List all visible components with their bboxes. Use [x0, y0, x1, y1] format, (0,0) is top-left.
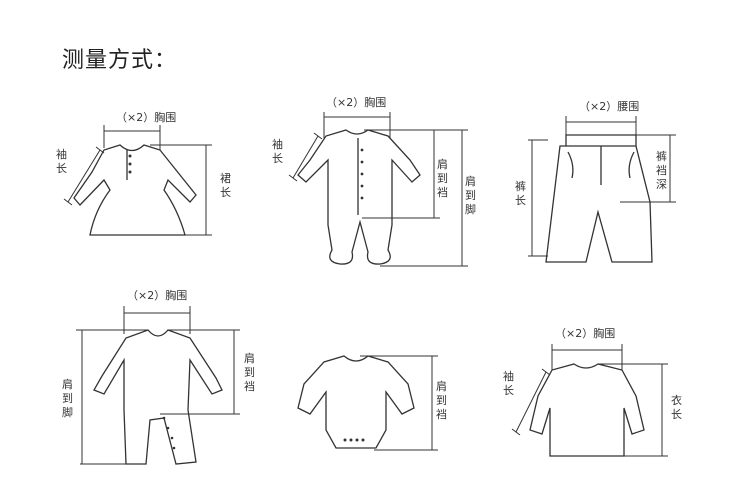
pants-length-label-1: 裤 — [515, 179, 526, 193]
dress-sleeve-label-1: 袖 — [56, 147, 67, 161]
bodysuit-crotch-label-3: 裆 — [436, 408, 447, 421]
leg-romper-foot-label-3: 脚 — [62, 405, 73, 419]
leg-romper-chest-label: （×2）胸围 — [127, 288, 187, 302]
pants-figure — [545, 134, 653, 263]
pants-length-label-2: 长 — [515, 194, 526, 207]
romper-chest-label: （×2）胸围 — [326, 95, 386, 109]
top-chest-label: （×2）胸围 — [555, 326, 615, 340]
dress-length-label-2: 长 — [220, 186, 231, 199]
footed-romper-figure — [297, 129, 421, 265]
leg-romper-figure — [93, 329, 223, 465]
leg-romper-foot-label-1: 肩 — [62, 377, 73, 391]
romper-sleeve-label-1: 袖 — [272, 137, 283, 151]
dress-sleeve-label-2: 长 — [56, 162, 67, 175]
top-figure — [529, 363, 645, 457]
pants-rise-label-2: 裆 — [656, 164, 667, 177]
romper-crotch-label-2: 到 — [437, 172, 448, 185]
romper-foot-label-3: 脚 — [465, 202, 476, 216]
dress-figure — [73, 144, 197, 236]
pants-measure-lines — [528, 116, 676, 257]
bodysuit-crotch-label-2: 到 — [436, 394, 447, 407]
leg-romper-measure-lines — [76, 306, 240, 465]
top-sleeve-label-2: 长 — [503, 384, 514, 397]
romper-sleeve-label-2: 长 — [272, 152, 283, 165]
romper-crotch-label-1: 肩 — [437, 157, 448, 171]
page-title: 测量方式： — [62, 48, 178, 73]
top-length-label-2: 长 — [671, 408, 682, 421]
bodysuit-crotch-label-1: 肩 — [436, 379, 447, 393]
top-length-label-1: 衣 — [671, 393, 682, 407]
dress-measure-lines — [63, 125, 212, 236]
top-sleeve-label-1: 袖 — [503, 369, 514, 383]
bodysuit-measure-lines — [360, 355, 438, 451]
pants-rise-label-3: 深 — [656, 178, 667, 191]
top-measure-lines — [511, 344, 668, 457]
leg-romper-crotch-label-1: 肩 — [244, 351, 255, 365]
pants-waist-label: （×2）腰围 — [579, 100, 639, 113]
romper-foot-label-1: 肩 — [465, 174, 476, 188]
footed-romper-measure-lines — [288, 112, 468, 267]
bodysuit-figure — [297, 355, 415, 449]
dress-chest-label: （×2）胸围 — [116, 110, 176, 124]
romper-foot-label-2: 到 — [465, 189, 476, 202]
romper-crotch-label-3: 裆 — [437, 186, 448, 199]
leg-romper-foot-label-2: 到 — [62, 392, 73, 405]
leg-romper-crotch-label-2: 到 — [244, 366, 255, 379]
pants-rise-label-1: 裤 — [656, 149, 667, 163]
dress-length-label-1: 裙 — [220, 172, 231, 185]
leg-romper-crotch-label-3: 裆 — [244, 380, 255, 393]
